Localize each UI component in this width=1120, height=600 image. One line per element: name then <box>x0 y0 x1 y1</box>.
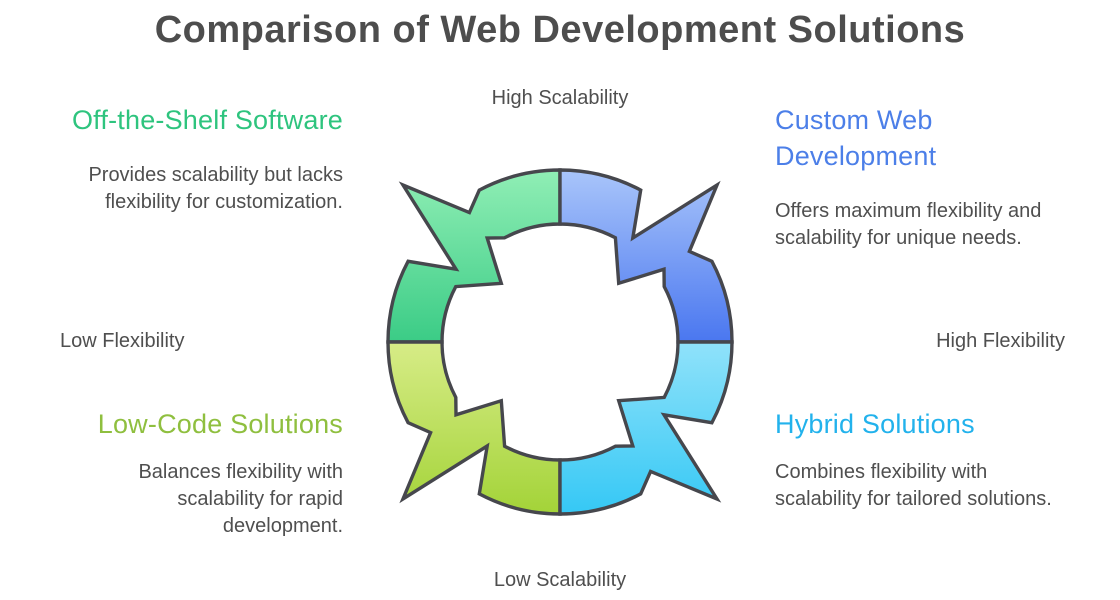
page-title: Comparison of Web Development Solutions <box>154 9 966 52</box>
axis-label-high-flexibility: High Flexibility <box>936 330 1065 352</box>
quadrant-block-low-code: Low-Code Solutions Balances flexibility … <box>53 406 343 540</box>
quadrant-block-hybrid: Hybrid Solutions Combines flexibility wi… <box>775 406 1055 513</box>
quadrant-description-hybrid: Combines flexibility with scalability fo… <box>775 461 1052 510</box>
quadrant-arrow-hybrid-solutions <box>558 340 734 516</box>
quadrant-arrow-custom-web-development <box>558 168 734 344</box>
quadrant-arrow-off-the-shelf-software <box>386 168 562 344</box>
quadrant-description-low-code: Balances flexibility with scalability fo… <box>138 461 343 537</box>
quadrant-arrow-low-code-solutions <box>386 340 562 516</box>
quadrant-heading-off-the-shelf: Off-the-Shelf Software <box>71 105 343 135</box>
quadrant-heading-custom-web: Custom Web Development <box>775 105 937 171</box>
axis-label-low-scalability: Low Scalability <box>493 569 627 591</box>
quadrant-block-custom-web: Custom Web Development Offers maximum fl… <box>775 102 1060 252</box>
quadrant-heading-hybrid: Hybrid Solutions <box>775 409 975 439</box>
axis-label-high-scalability: High Scalability <box>491 87 629 109</box>
quadrant-description-custom-web: Offers maximum flexibility and scalabili… <box>775 200 1042 249</box>
axis-label-low-flexibility: Low Flexibility <box>60 330 185 352</box>
quadrant-block-off-the-shelf: Off-the-Shelf Software Provides scalabil… <box>63 102 343 216</box>
quadrant-description-off-the-shelf: Provides scalability but lacks flexibili… <box>88 164 343 213</box>
quadrant-heading-low-code: Low-Code Solutions <box>97 409 343 439</box>
